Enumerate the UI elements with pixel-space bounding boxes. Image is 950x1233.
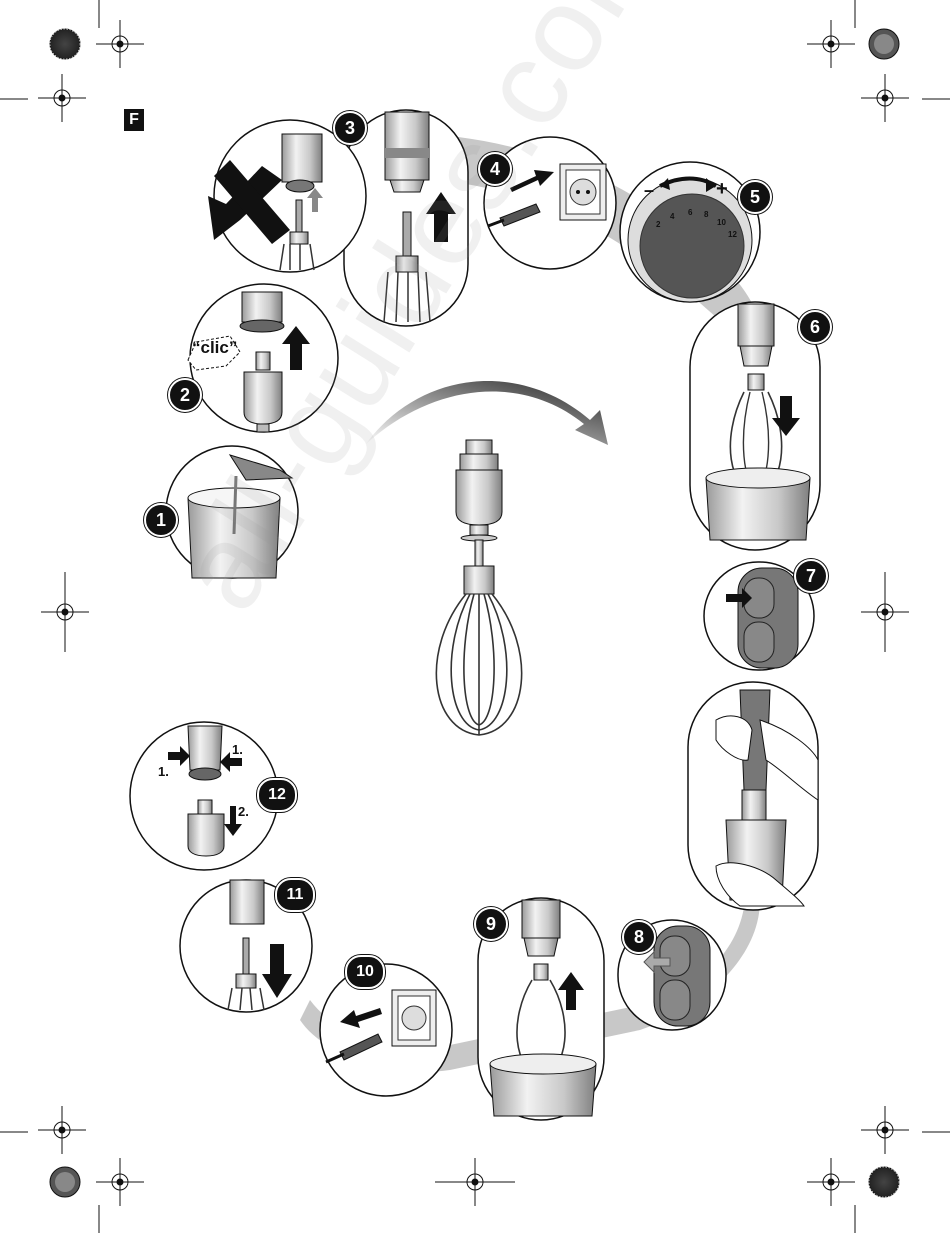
dial-mark-12: 12: [728, 230, 737, 239]
crosshair-tl: [96, 20, 144, 68]
crosshair-rmid: [861, 572, 909, 652]
dial-minus: –: [644, 180, 654, 201]
crosshair-l1: [38, 74, 86, 122]
step12-label-1a: 1.: [232, 742, 243, 757]
step12-label-2: 2.: [238, 804, 249, 819]
step-badge-9: 9: [474, 907, 508, 941]
crosshair-bl1: [38, 1106, 86, 1154]
dial-mark-4: 4: [670, 212, 674, 221]
step-badge-6: 6: [798, 310, 832, 344]
dial-mark-10: 10: [717, 218, 726, 227]
step-badge-7: 7: [794, 559, 828, 593]
dial-plus: +: [716, 178, 728, 201]
dial-mark-8: 8: [704, 210, 708, 219]
step-badge-12: 12: [257, 778, 297, 812]
language-tag: F: [124, 109, 144, 131]
crosshair-tr: [807, 20, 855, 68]
step-badge-11: 11: [275, 878, 315, 912]
crosshair-lmid: [41, 572, 89, 652]
step-badge-8: 8: [622, 920, 656, 954]
step-badge-3: 3: [333, 111, 367, 145]
central-whisk: [436, 440, 521, 735]
dial-mark-2: 2: [656, 220, 660, 229]
clic-callout: “clic”: [192, 338, 237, 358]
crosshair-br2: [807, 1158, 855, 1206]
step-badge-5: 5: [738, 180, 772, 214]
step-badge-2: 2: [168, 378, 202, 412]
step-badge-10: 10: [345, 955, 385, 989]
crosshair-bmid: [435, 1158, 515, 1206]
crosshair-bl2: [96, 1158, 144, 1206]
crosshair-br1: [861, 1106, 909, 1154]
crosshair-r1: [861, 74, 909, 122]
dial-mark-6: 6: [688, 208, 692, 217]
step12-label-1b: 1.: [158, 764, 169, 779]
step-badge-1: 1: [144, 503, 178, 537]
step-badge-4: 4: [478, 152, 512, 186]
